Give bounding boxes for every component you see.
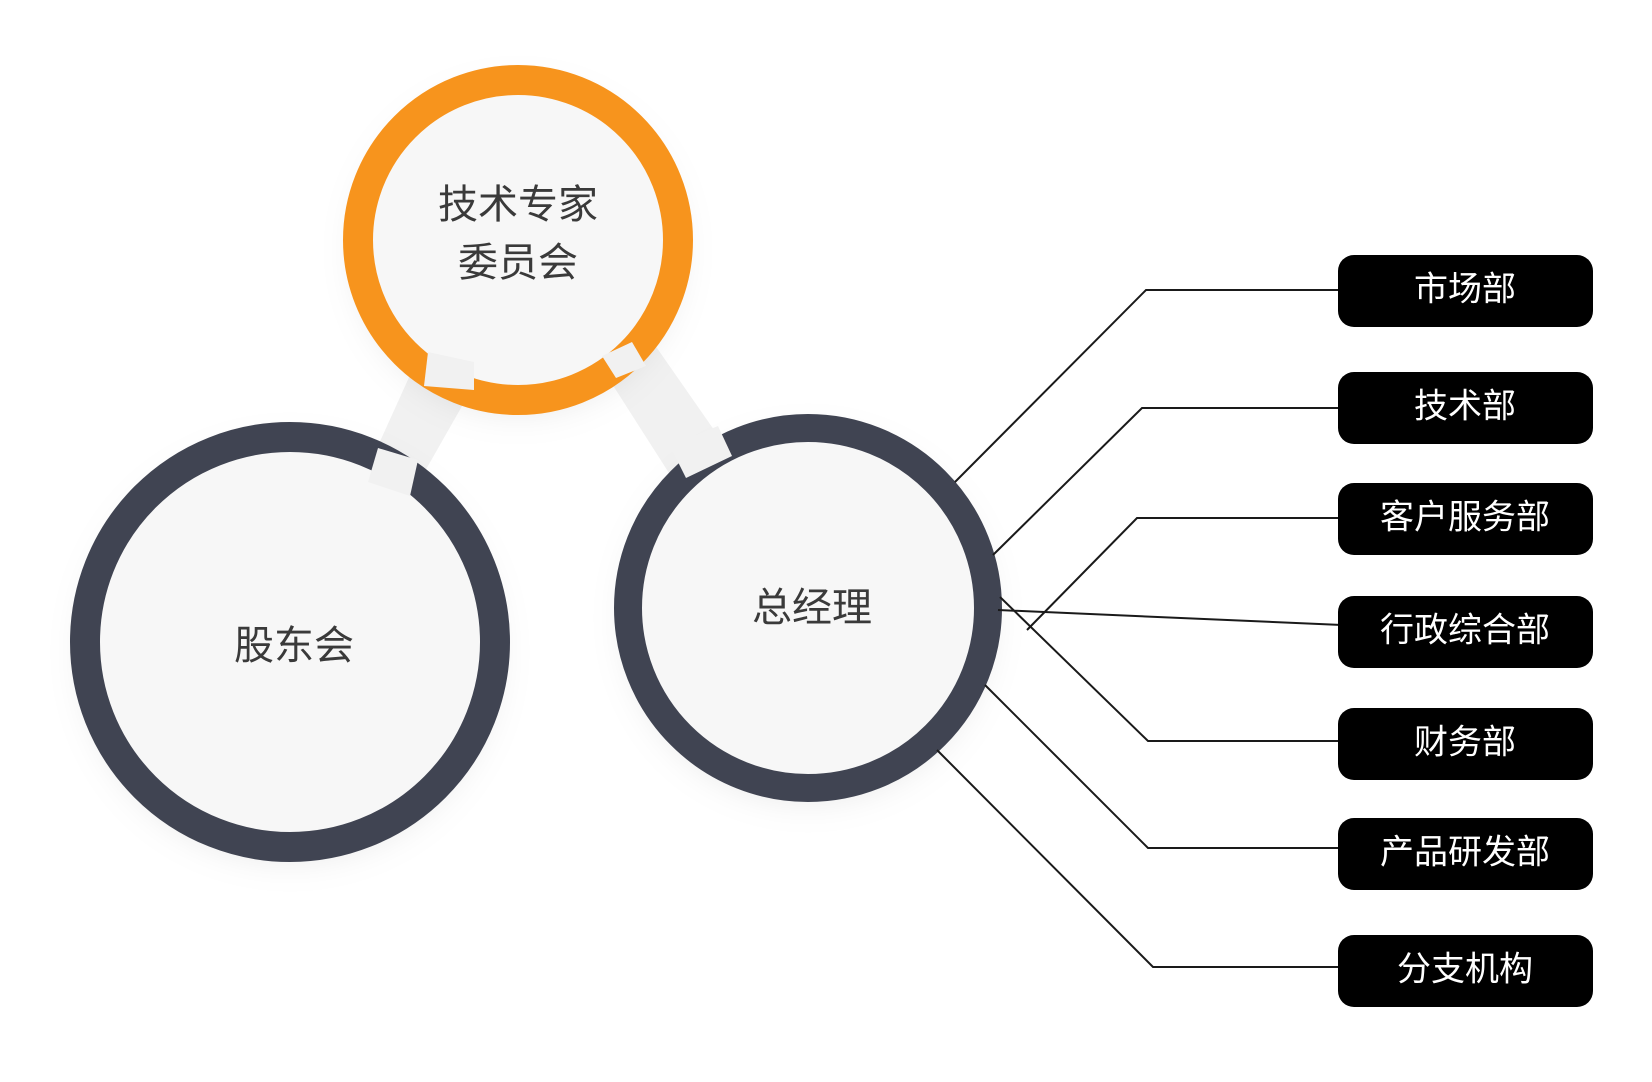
node-shareholders: 股东会 (70, 422, 510, 862)
expert-committee-label-line1: 技术专家 (438, 182, 598, 228)
ring-gaps (368, 342, 732, 496)
dept-box-2[interactable]: 技术部 (1338, 372, 1593, 444)
general-manager-circle (628, 428, 988, 788)
dept-label-4: 行政综合部 (1380, 611, 1550, 651)
dept-box-3[interactable]: 客户服务部 (1338, 483, 1593, 555)
dept-label-7: 分支机构 (1397, 950, 1533, 990)
line-dept-5 (999, 596, 1342, 742)
dept-box-1[interactable]: 市场部 (1338, 255, 1593, 327)
shareholders-circle (85, 437, 495, 847)
line-dept-1 (954, 289, 1342, 483)
expert-committee-ring (343, 65, 693, 415)
expert-committee-label-line2: 委员会 (458, 240, 578, 286)
dept-label-3: 客户服务部 (1380, 498, 1550, 538)
shareholders-label: 股东会 (234, 623, 354, 669)
general-manager-label: 总经理 (752, 585, 872, 631)
node-general-manager: 总经理 (614, 414, 1002, 802)
general-manager-ring (614, 414, 1002, 802)
dept-label-2: 技术部 (1414, 387, 1516, 427)
dept-label-6: 产品研发部 (1380, 833, 1550, 873)
dept-box-7[interactable]: 分支机构 (1338, 935, 1593, 1007)
expert-committee-circle (358, 80, 678, 400)
line-dept-6 (984, 684, 1342, 849)
dept-label-5: 财务部 (1414, 723, 1516, 763)
dept-label-1: 市场部 (1414, 270, 1516, 310)
line-dept-2 (992, 407, 1342, 556)
line-dept-3 (1026, 517, 1342, 631)
line-dept-4 (997, 609, 1343, 626)
dept-box-6[interactable]: 产品研发部 (1338, 818, 1593, 890)
dept-box-5[interactable]: 财务部 (1338, 708, 1593, 780)
dept-box-4[interactable]: 行政综合部 (1338, 596, 1593, 668)
line-dept-7 (936, 749, 1342, 968)
department-connector-lines (936, 289, 1343, 968)
shareholders-ring (70, 422, 510, 862)
node-expert-committee: 技术专家 委员会 (343, 65, 693, 415)
department-boxes: 市场部 技术部 客户服务部 行政综合部 财务部 产品研发部 分支机构 (1338, 255, 1593, 1007)
